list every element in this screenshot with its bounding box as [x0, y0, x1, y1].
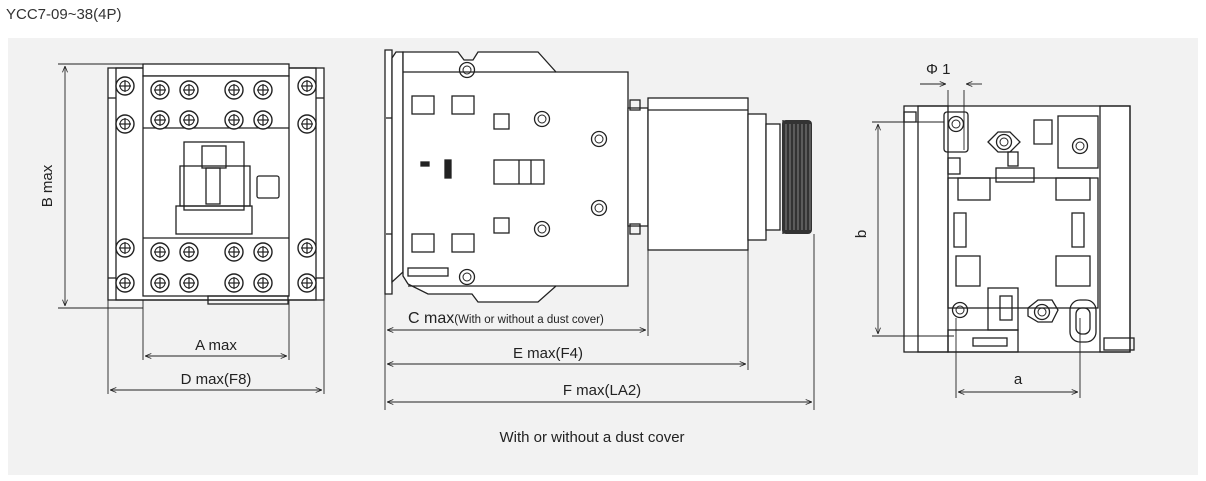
b-label: b: [853, 230, 870, 238]
a-max-label: A max: [195, 337, 237, 354]
a-label: a: [1014, 371, 1023, 388]
side-dimensions: [384, 234, 815, 410]
f-max-label: F max(LA2): [563, 382, 641, 399]
c-max-note: (With or without a dust cover): [454, 314, 604, 326]
drawing-panel: B max A max D max(F8): [8, 38, 1198, 475]
dust-cover-caption: With or without a dust cover: [499, 429, 684, 446]
front-view: [107, 63, 325, 305]
page-title: YCC7-09~38(4P): [6, 6, 122, 23]
d-max-label: D max(F8): [181, 371, 252, 388]
e-max-label: E max(F4): [513, 345, 583, 362]
side-view: [384, 49, 784, 303]
c-max-main: C max: [408, 310, 454, 327]
phi-1-label: Φ 1: [926, 61, 950, 78]
b-max-label: B max: [39, 164, 56, 207]
c-max-label: C max(With or without a dust cover): [408, 310, 604, 327]
mounting-view: [903, 105, 1135, 353]
dust-cover-knob: [782, 120, 812, 234]
dimension-drawing: B max A max D max(F8): [8, 38, 1198, 475]
front-dimensions: [58, 63, 325, 394]
mounting-dimensions: [872, 84, 1081, 398]
